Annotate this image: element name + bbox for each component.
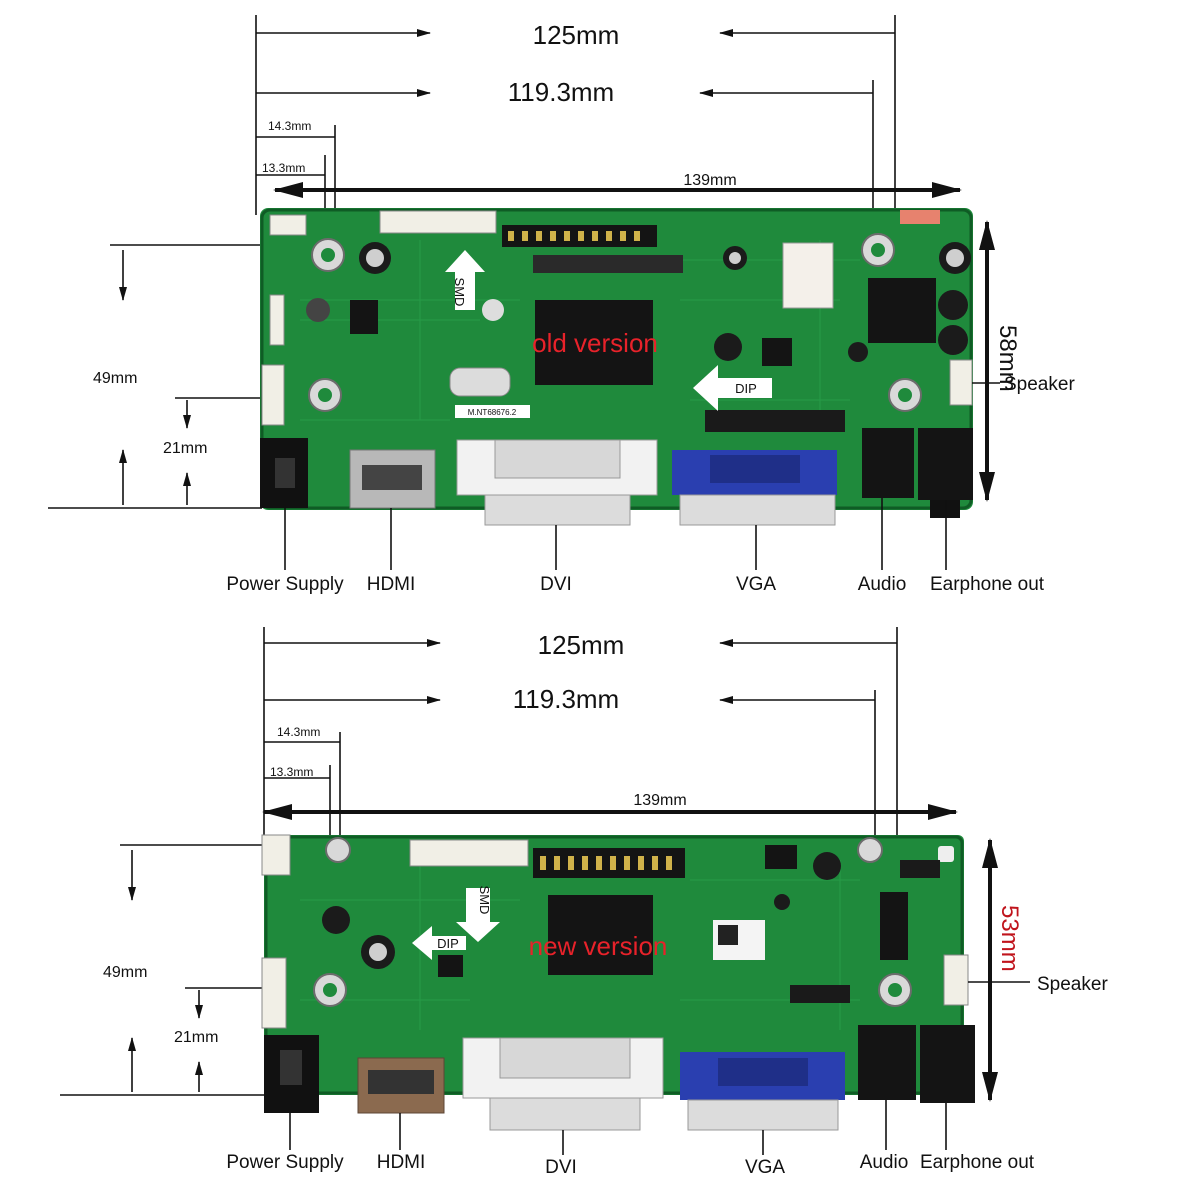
smd-arrow [456,888,500,942]
old-board-diagram: 125mm 119.3mm 14.3mm 13.3mm 139mm 58mm 4… [48,15,1075,595]
port-label-power: Power Supply [226,1152,344,1173]
model-box [455,405,530,418]
dim-49-label: 49mm [93,370,137,387]
regulator [782,242,834,309]
dim-49-label: 49mm [103,964,147,981]
connector [261,364,285,426]
amp-chip [880,892,908,960]
new-version-label: new version [529,931,668,961]
model-text: M.NT68676.2 [468,408,517,417]
dip-arrow [693,365,772,411]
port-label-speaker: Speaker [1037,974,1108,995]
smd-arrow [445,250,485,310]
port-label-dvi: DVI [545,1157,577,1178]
new-ports [264,1025,975,1131]
audio-jack [862,428,914,498]
dim-139-label: 139mm [633,792,686,809]
dim-14-label: 14.3mm [268,119,311,133]
port-label-vga: VGA [745,1157,785,1178]
port-label-power: Power Supply [226,574,344,595]
dim-58-label: 58mm [994,325,1021,392]
port-label-speaker: Speaker [1004,374,1075,395]
dim-125-label: 125mm [538,630,625,660]
smd-label: SMD [452,278,467,307]
port-label-earphone: Earphone out [920,1152,1035,1173]
dim-119-label: 119.3mm [508,77,614,107]
port-label-audio: Audio [858,574,907,595]
dim-13-label: 13.3mm [262,161,305,175]
main-chip [548,895,653,975]
dim-119-label: 119.3mm [513,684,619,714]
capacitors [322,852,841,969]
amp-chip [868,278,936,343]
speaker-connector [949,359,973,406]
dim-125-label: 125mm [533,20,620,50]
dim-21-label: 21mm [174,1029,218,1046]
earphone-jack [918,428,973,500]
red-jumper [900,210,940,224]
port-label-hdmi: HDMI [377,1152,426,1173]
new-pcb: SMD DIP new version [261,834,969,1095]
port-label-earphone: Earphone out [930,574,1045,595]
audio-jack [858,1025,916,1100]
smd-label: SMD [477,886,492,915]
dip-arrow [412,926,466,960]
earphone-jack [920,1025,975,1103]
port-label-audio: Audio [860,1152,909,1173]
port-label-dvi: DVI [540,574,572,595]
main-chip [535,300,653,385]
old-version-label: old version [532,328,658,358]
dim-21-label: 21mm [163,440,207,457]
port-label-hdmi: HDMI [367,574,416,595]
old-pcb: SMD DIP M.NT68676.2 old version [260,208,973,510]
dip-label: DIP [735,381,757,396]
dip-label: DIP [437,936,459,951]
capacitors [306,242,971,362]
dim-13-label: 13.3mm [270,765,313,779]
connector [261,957,287,1029]
connector [261,834,291,876]
new-board-diagram: 125mm 119.3mm 14.3mm 13.3mm 139mm 53mm 4… [60,627,1108,1178]
crystal [449,367,511,397]
lvds-connector [409,839,529,867]
dim-139-label: 139mm [683,172,736,189]
dim-53-label: 53mm [996,905,1023,972]
lvds-connector [379,210,497,234]
connector [269,214,307,236]
dim-14-label: 14.3mm [277,725,320,739]
port-label-vga: VGA [736,574,776,595]
old-ports [260,428,973,526]
speaker-connector [943,954,969,1006]
